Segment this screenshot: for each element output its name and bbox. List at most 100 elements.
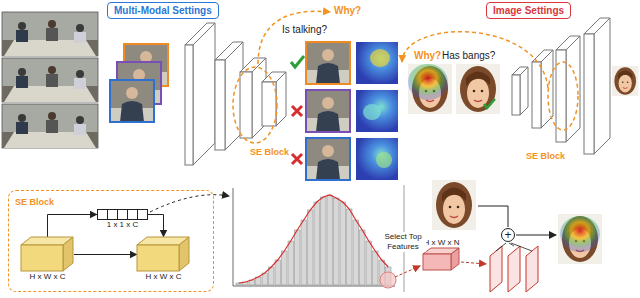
se-highlight — [233, 67, 277, 143]
cnn-layers — [240, 72, 252, 138]
face-to-sum — [478, 206, 508, 227]
stacked-crops — [110, 44, 168, 122]
channel-vector-shape — [97, 209, 148, 220]
stacked-crops — [110, 80, 154, 122]
heatmaps — [356, 90, 398, 132]
feature-block-shape — [423, 248, 460, 271]
histogram-bars — [269, 267, 275, 285]
heatmaps — [356, 42, 398, 180]
cnn-layers — [185, 45, 193, 165]
connector-arrow — [74, 254, 137, 255]
cnn-layers — [262, 82, 276, 126]
histogram-bars — [301, 220, 307, 285]
weighted-maps — [508, 246, 520, 292]
heatmaps — [376, 152, 392, 168]
person-crops — [306, 42, 350, 84]
histogram-bars — [366, 241, 372, 285]
cnn-layers — [276, 72, 286, 126]
feature-cube-outline — [179, 237, 189, 271]
histogram-bars — [340, 202, 346, 285]
channel-vector-outline — [127, 210, 128, 220]
sum-to-heatmap — [516, 235, 556, 236]
cnn-layers — [584, 34, 594, 154]
heatmaps — [356, 42, 398, 84]
feature-cube-outline — [137, 245, 179, 271]
node-label: 1 x 1 x C — [97, 220, 148, 230]
face-heatmap — [408, 64, 448, 100]
cnn-layers — [520, 67, 528, 115]
histogram-bars — [236, 195, 391, 285]
top-features-mark — [380, 272, 396, 288]
annotation-label: Why? — [334, 5, 361, 17]
annotation-label: Why? — [414, 50, 441, 62]
box-heading: SE Block — [15, 197, 54, 207]
face-heatmap — [558, 214, 602, 264]
feature-block: H x W x N — [423, 238, 460, 271]
video-frames — [2, 104, 98, 148]
person-crops — [306, 138, 350, 180]
cnn-layers — [566, 36, 580, 142]
face-heatmap — [408, 64, 452, 114]
histogram-bars — [353, 220, 359, 285]
cross-mark — [292, 106, 302, 116]
cnn-layers — [512, 18, 610, 154]
histogram-bars — [327, 195, 333, 285]
annotation-label: Is talking? — [282, 24, 327, 36]
histogram-bars — [308, 210, 314, 285]
feature-block-outline — [451, 248, 459, 270]
heatmaps — [363, 104, 381, 120]
cnn-layers — [185, 23, 286, 165]
block-to-maps — [461, 262, 486, 264]
weighted-maps — [490, 246, 538, 292]
weighted-maps — [526, 246, 538, 292]
node-label: + — [502, 229, 514, 241]
node-label: Image Settings — [493, 4, 564, 17]
maps-to-sum — [496, 243, 532, 251]
density-curve — [239, 195, 389, 283]
se-highlight — [548, 62, 578, 130]
histogram-axes — [233, 188, 395, 286]
feature-cube-outline — [21, 245, 63, 271]
feature-cube-shape — [137, 237, 190, 272]
sum-node: + — [501, 228, 515, 242]
histogram-axes — [233, 286, 395, 287]
person-crops — [306, 42, 350, 84]
feature-cube: H x W x C — [137, 237, 190, 282]
node-label: Multi-Modal Settings — [114, 4, 212, 17]
heatmaps — [370, 49, 390, 67]
face-image — [612, 66, 638, 96]
histogram-bars — [282, 251, 288, 285]
person-crops — [306, 90, 350, 132]
channel-vector: 1 x 1 x C — [97, 209, 148, 230]
annotation-label: Select Top Features — [380, 232, 426, 252]
stacked-crops — [110, 80, 154, 122]
face-heatmap — [560, 216, 600, 252]
channel-vector-outline — [107, 210, 108, 220]
node-label: H x W x C — [137, 272, 190, 282]
histogram-bars — [334, 198, 340, 285]
histogram-axes — [233, 188, 234, 286]
feature-cube: H x W x C — [21, 237, 74, 282]
person-crops — [306, 42, 350, 180]
annotation-label: Has bangs? — [442, 50, 495, 62]
face-image — [432, 180, 476, 230]
histogram-bars — [321, 197, 327, 285]
channel-vector-outline — [117, 210, 118, 220]
cnn-layers — [512, 75, 520, 115]
feature-cube-shape — [21, 237, 74, 272]
cnn-layers — [594, 18, 610, 154]
histogram-bars — [275, 260, 281, 285]
cnn-layers — [215, 60, 225, 150]
weighted-maps — [490, 246, 502, 292]
check-mark — [484, 99, 495, 108]
why-arc — [402, 32, 548, 88]
node-label: H x W x N — [423, 238, 460, 248]
annotation-label: SE Block — [526, 150, 565, 162]
person-crops — [306, 138, 350, 180]
node-label: H x W x C — [21, 272, 74, 282]
video-frames — [2, 58, 98, 102]
cnn-layers — [193, 23, 215, 165]
